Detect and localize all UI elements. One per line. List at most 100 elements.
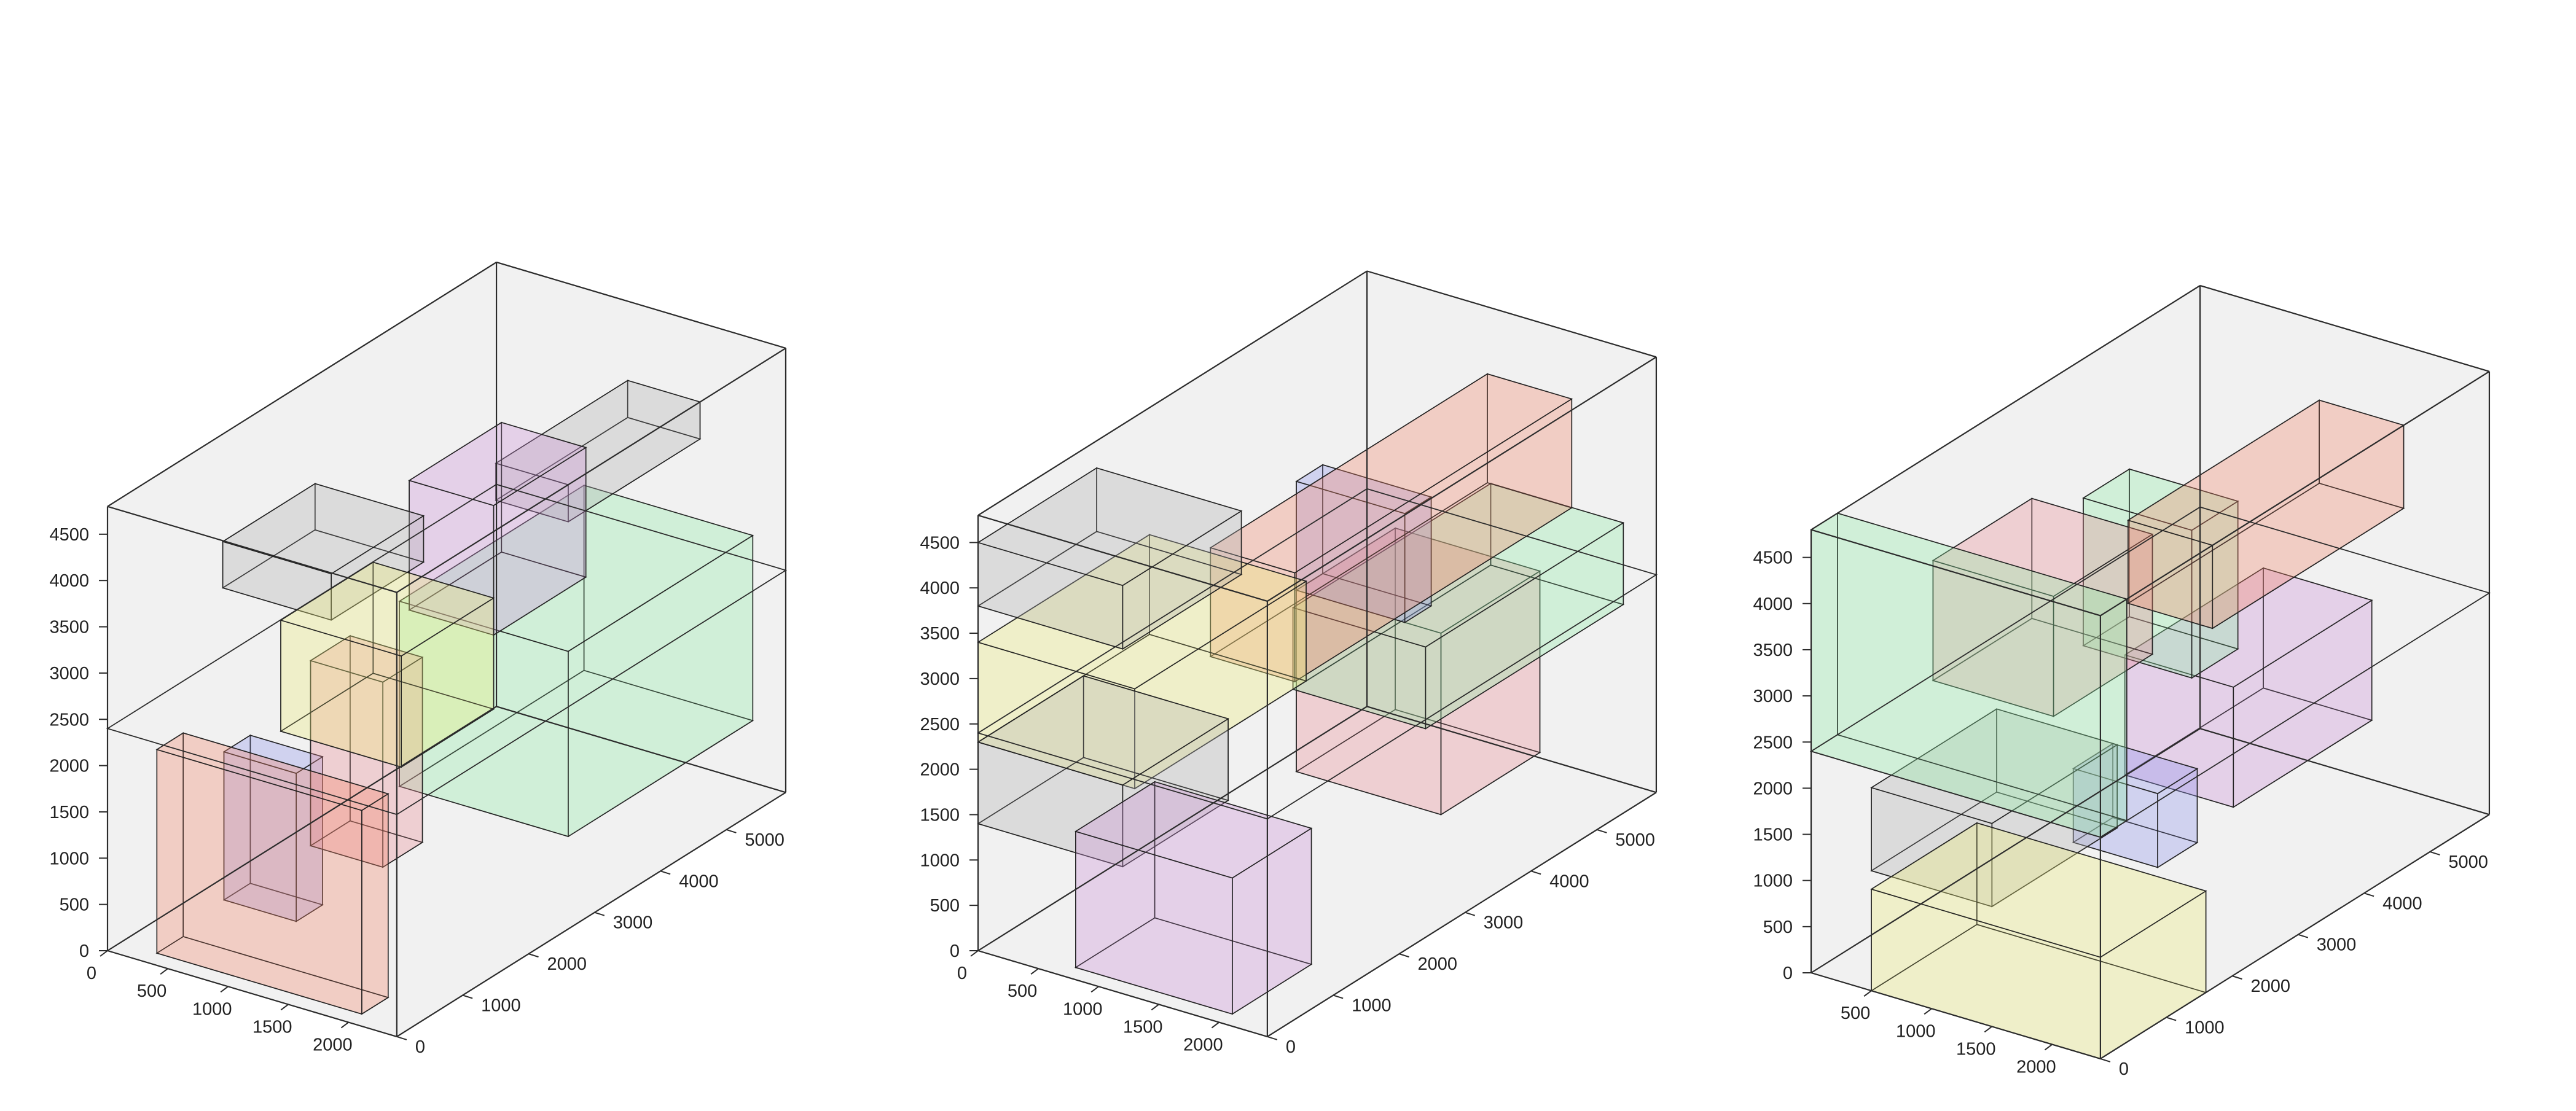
- z-tick-label: 1500: [1753, 825, 1793, 845]
- x-tick-mark: [280, 1004, 289, 1011]
- y-tick-mark: [1333, 994, 1344, 999]
- x-tick-mark: [1090, 986, 1099, 993]
- z-tick-label: 4000: [49, 571, 89, 591]
- y-tick-mark: [660, 870, 671, 875]
- y-tick-mark: [1465, 911, 1476, 916]
- y-tick-label: 4000: [2382, 894, 2422, 913]
- y-tick-mark: [462, 994, 473, 999]
- x-tick-label: 0: [87, 964, 96, 983]
- packing-panel-3: 0500100015002000250030003500400045005001…: [1753, 284, 2491, 1079]
- packed-box-4: [2123, 567, 2373, 808]
- y-tick-label: 2000: [547, 954, 587, 974]
- x-tick-mark: [160, 968, 168, 975]
- x-tick-mark: [1984, 1026, 1992, 1033]
- z-tick-label: 1500: [49, 803, 89, 822]
- y-tick-mark: [2298, 934, 2309, 938]
- axes-frame-edge-5: [977, 514, 1268, 602]
- y-tick-mark: [396, 1035, 407, 1040]
- box-face-6: [221, 483, 425, 575]
- x-tick-mark: [1211, 1021, 1220, 1029]
- x-tick-label: 2000: [2016, 1058, 2056, 1077]
- x-tick-label: 500: [1008, 981, 1037, 1001]
- x-tick-mark: [970, 950, 979, 957]
- packed-box-8: [495, 380, 702, 523]
- z-tick-label: 3500: [1753, 641, 1793, 660]
- y-tick-label: 0: [1286, 1037, 1296, 1057]
- axis-pane-1: [108, 706, 786, 1037]
- y-tick-mark: [2430, 851, 2440, 856]
- axes-frame-edge-11: [1267, 356, 1657, 602]
- x-tick-label: 1000: [1063, 999, 1103, 1019]
- axes-frame-edge-8: [2199, 284, 2490, 372]
- z-tick-label: 4500: [1753, 548, 1793, 568]
- y-tick-mark: [2166, 1016, 2177, 1021]
- x-tick-mark: [2044, 1043, 2053, 1051]
- axes-frame-edge-4: [1811, 284, 2201, 531]
- z-tick-label: 500: [1763, 918, 1793, 937]
- packed-box-6: [221, 483, 425, 622]
- z-tick-label: 0: [1783, 964, 1793, 983]
- z-tick-label: 4000: [920, 579, 960, 598]
- y-tick-label: 5000: [1615, 830, 1655, 850]
- x-tick-label: 2000: [1183, 1035, 1223, 1055]
- box-face-6: [977, 467, 1243, 587]
- y-tick-label: 2000: [1417, 954, 1457, 974]
- y-tick-label: 1000: [2185, 1018, 2225, 1038]
- y-tick-label: 2000: [2250, 977, 2290, 996]
- mid-height-outline: [1809, 506, 2491, 838]
- axes-frame-edge-7: [496, 706, 786, 793]
- box-face-5: [361, 793, 389, 1015]
- box-face-6: [2123, 567, 2373, 688]
- z-tick-label: 500: [60, 895, 89, 915]
- axes-frame-edge-11: [2100, 370, 2490, 617]
- packed-box-5: [280, 561, 495, 768]
- y-tick-mark: [1530, 870, 1541, 875]
- x-tick-mark: [1030, 968, 1039, 975]
- x-tick-mark: [340, 1021, 350, 1029]
- z-tick-label: 3000: [1753, 687, 1793, 706]
- packed-box-3: [2072, 743, 2199, 868]
- packed-box-4: [977, 467, 1243, 650]
- box-face-6: [222, 735, 324, 774]
- z-tick-label: 3000: [920, 669, 960, 689]
- z-tick-label: 500: [930, 896, 960, 916]
- axes-frame-edge-8: [496, 261, 786, 349]
- x-tick-label: 0: [957, 964, 967, 983]
- axes-frame-edge-2: [1811, 728, 2201, 973]
- y-tick-label: 4000: [679, 871, 719, 891]
- y-tick-mark: [2363, 892, 2374, 897]
- y-tick-mark: [1267, 1035, 1278, 1040]
- z-tick-label: 1000: [1753, 871, 1793, 891]
- z-tick-label: 3500: [49, 618, 89, 637]
- z-tick-label: 0: [950, 941, 960, 961]
- z-tick-label: 2500: [49, 710, 89, 730]
- packed-box-7: [1291, 482, 1625, 730]
- z-tick-label: 2000: [49, 757, 89, 776]
- z-tick-label: 2000: [1753, 779, 1793, 798]
- packed-box-8: [1209, 373, 1573, 683]
- x-tick-label: 1500: [1956, 1039, 1996, 1059]
- packed-box-7: [2082, 468, 2239, 679]
- y-tick-label: 4000: [1549, 871, 1589, 891]
- box-face-6: [398, 485, 754, 652]
- x-tick-label: 500: [1841, 1004, 1870, 1023]
- box-face-6: [977, 675, 1230, 786]
- box-face-6: [1932, 497, 2154, 597]
- axes-frame-edge-7: [1366, 706, 1657, 793]
- axis-pane-1: [1811, 728, 2489, 1059]
- z-tick-label: 3000: [49, 664, 89, 684]
- x-tick-mark: [1151, 1004, 1159, 1011]
- box-face-6: [309, 635, 424, 683]
- axes-frame-edge-7: [2199, 728, 2490, 816]
- packed-box-5: [1810, 512, 2128, 838]
- packing-panel-2: 0500100015002000250030003500400045000500…: [920, 270, 1658, 1057]
- axes-frame-edge-4: [107, 262, 497, 507]
- z-tick-label: 1000: [49, 849, 89, 868]
- y-tick-label: 1000: [1352, 996, 1392, 1016]
- axes-frame-edge-10: [396, 792, 786, 1037]
- x-tick-label: 500: [137, 981, 166, 1001]
- packed-box-6: [1932, 497, 2154, 717]
- axes-frame-edge-5: [107, 505, 397, 593]
